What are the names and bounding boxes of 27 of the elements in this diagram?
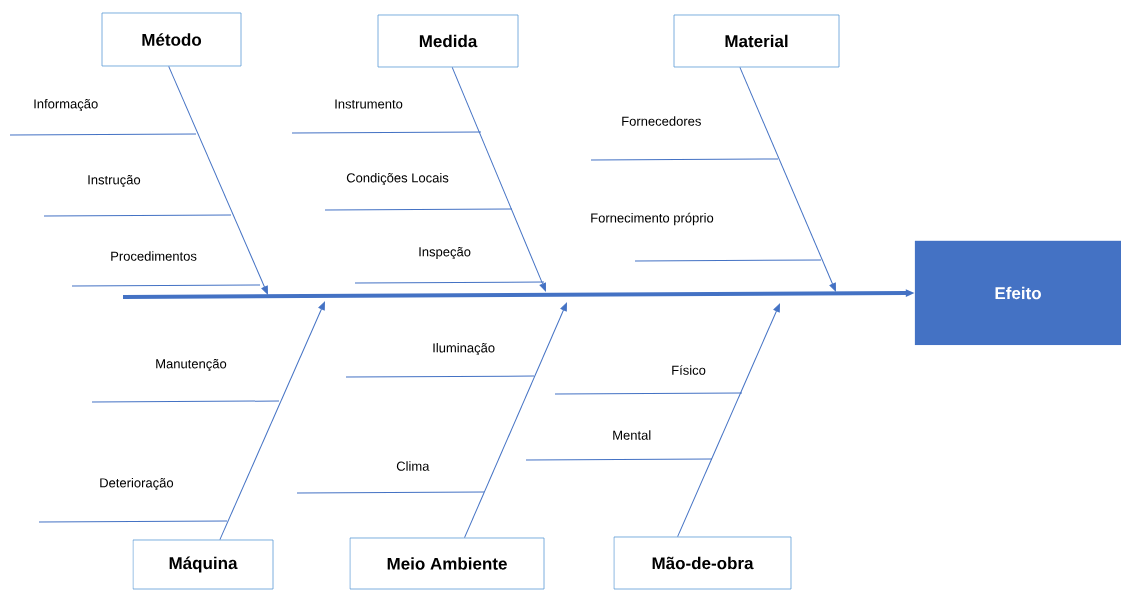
arrow bbox=[219, 301, 325, 541]
arrow bbox=[464, 302, 567, 539]
arrow bbox=[168, 65, 268, 295]
cause-label: Mental bbox=[613, 430, 651, 440]
arrow bbox=[739, 66, 836, 292]
effect-box: Efeito bbox=[914, 240, 1121, 346]
cause-label: Manutenção bbox=[156, 358, 227, 372]
cause-label: Iluminação bbox=[433, 342, 495, 356]
category-box: Material bbox=[673, 14, 840, 68]
cause-label: Condições Locais bbox=[346, 172, 449, 186]
cause-label: Instrumento bbox=[335, 99, 403, 109]
cause-label: Fornecedores bbox=[622, 116, 701, 126]
arrow bbox=[677, 303, 780, 538]
cause-label: Inspeção bbox=[419, 246, 471, 260]
category-box: Máquina bbox=[132, 539, 274, 590]
category-box: Medida bbox=[377, 14, 519, 68]
cause-label: Clima bbox=[396, 461, 430, 471]
category-box: Meio Ambiente bbox=[349, 537, 545, 590]
category-box: Mão-de-obra bbox=[613, 536, 792, 590]
cause-label: Informação bbox=[34, 98, 98, 112]
cause-label: Fornecimento próprio bbox=[591, 212, 714, 226]
cause-label: Procedimentos bbox=[111, 251, 197, 261]
cause-label: Deterioração bbox=[100, 477, 174, 491]
cause-label: Instrução bbox=[88, 174, 141, 188]
cause-label: Físico bbox=[672, 365, 706, 375]
category-box: Método bbox=[101, 12, 242, 67]
arrow bbox=[451, 66, 546, 292]
